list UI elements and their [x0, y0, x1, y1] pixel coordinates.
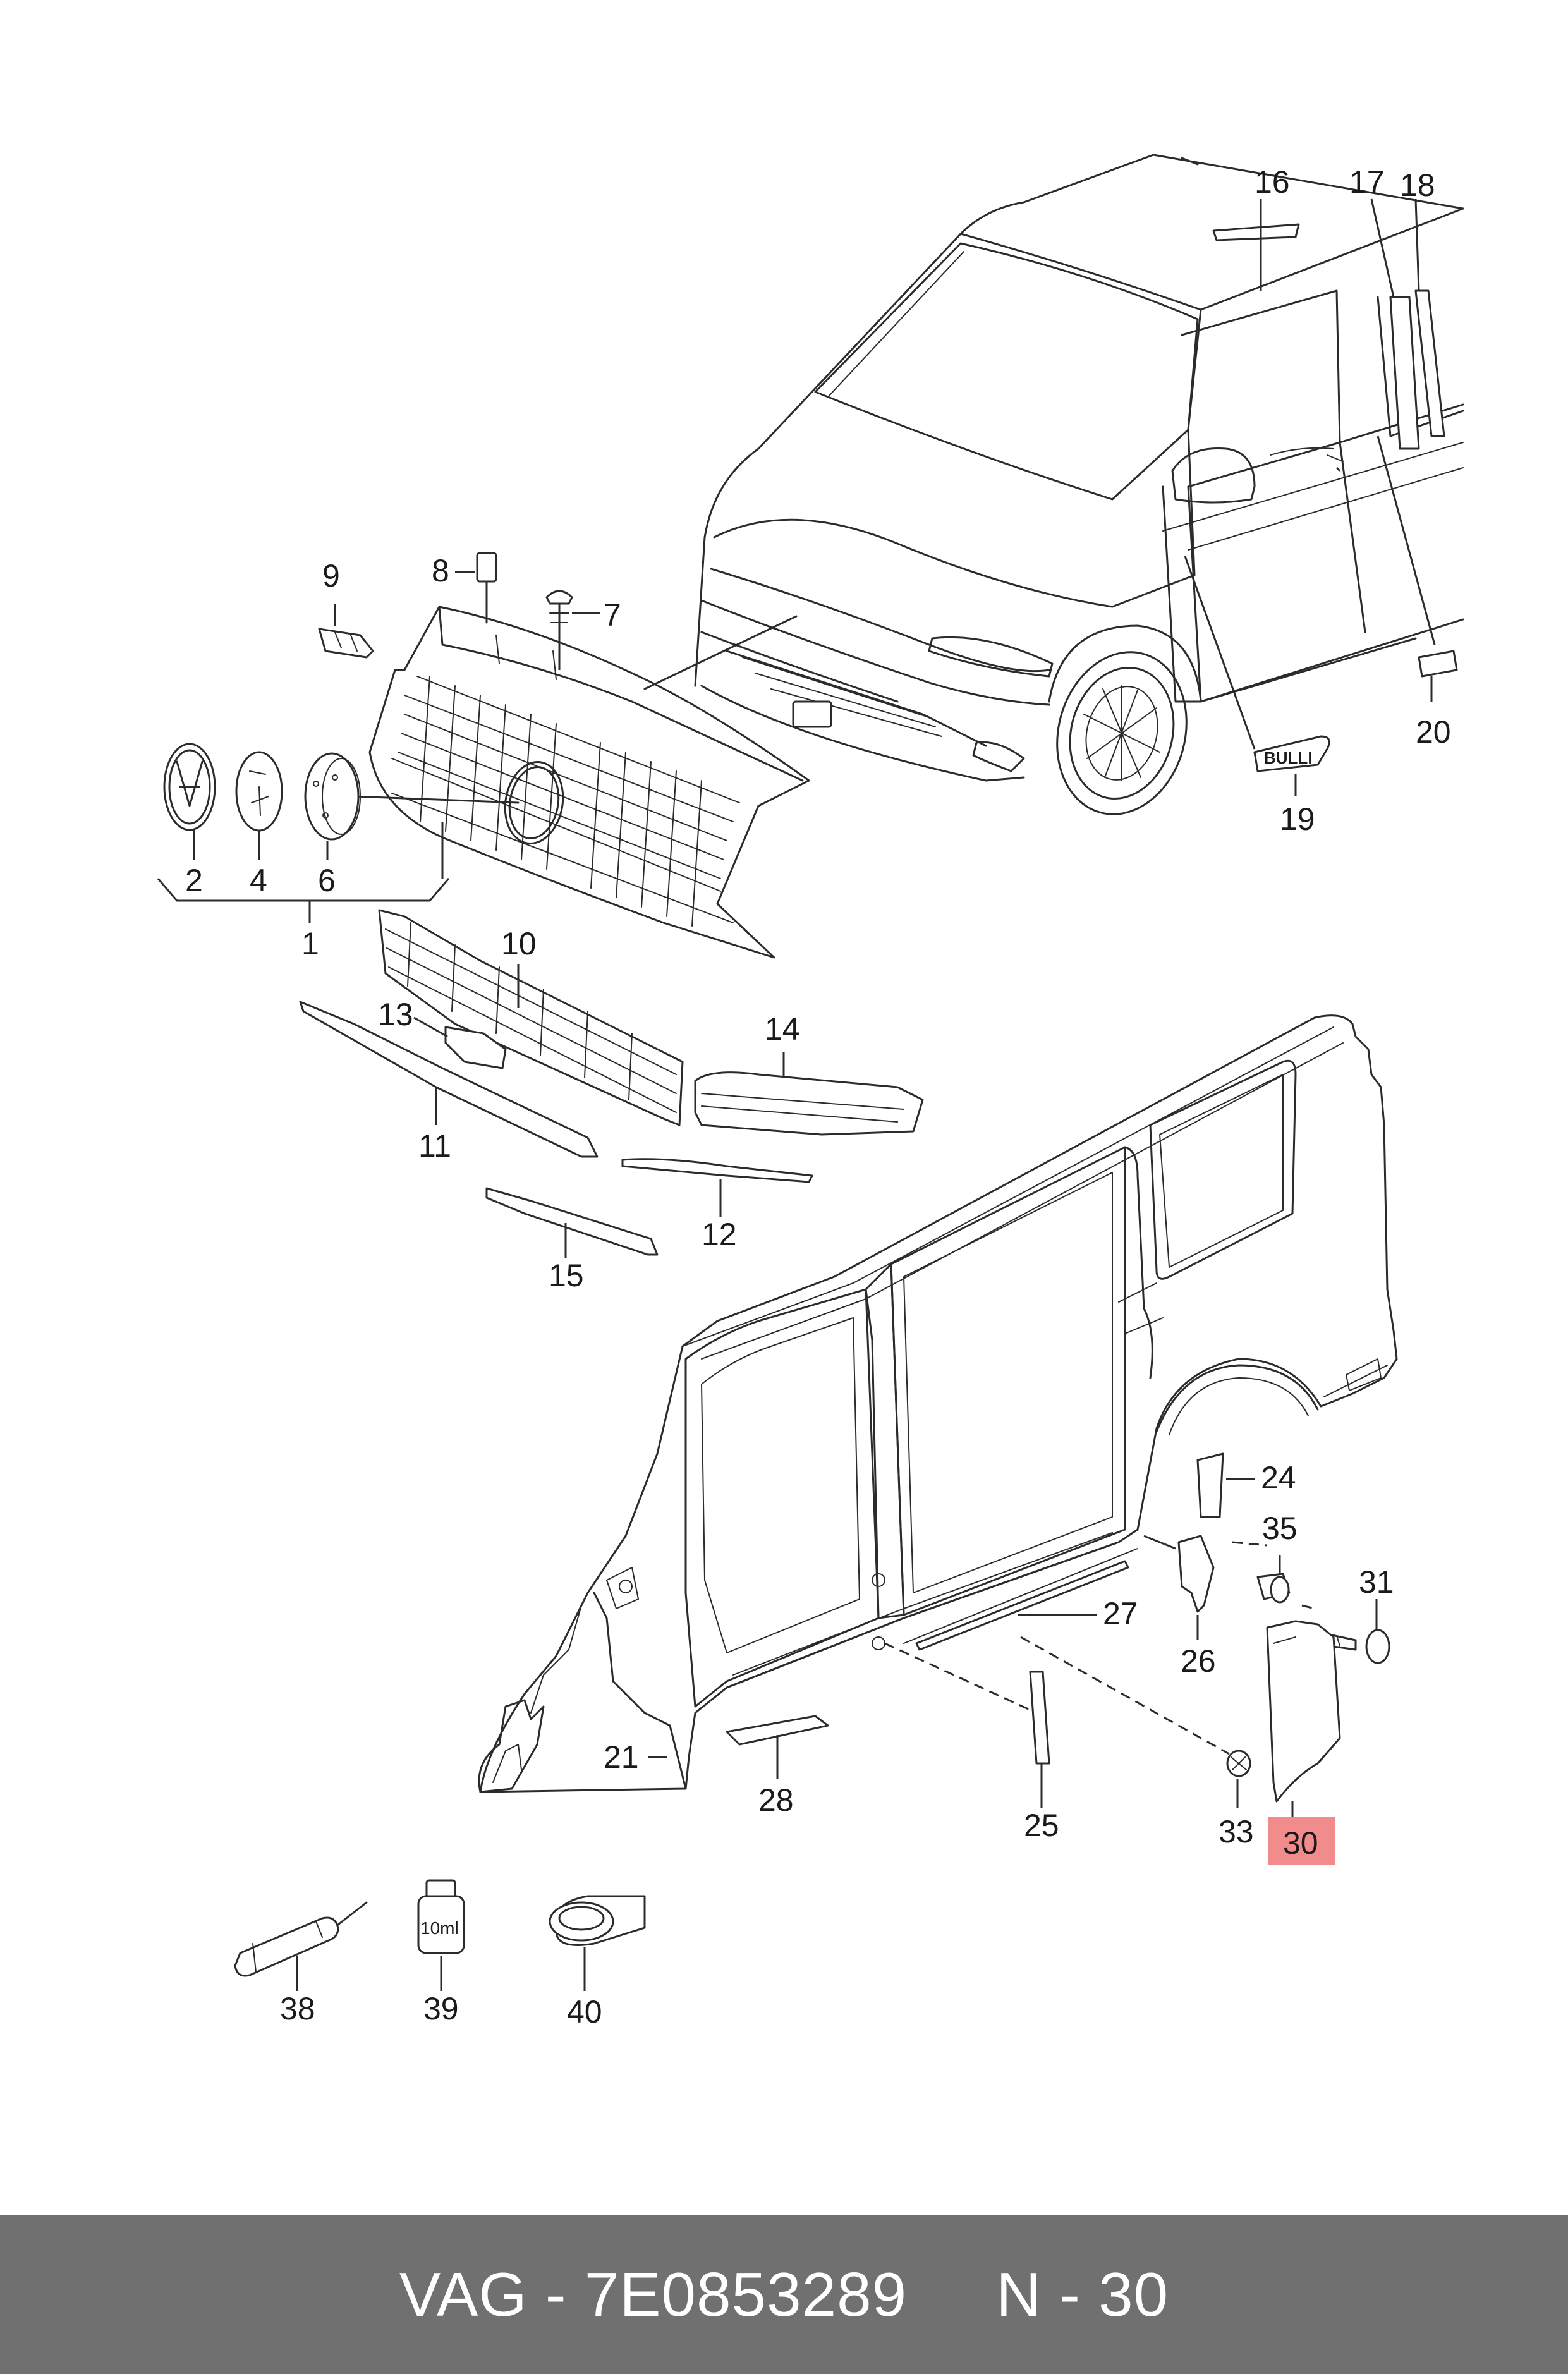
badge-text: BULLI: [1264, 748, 1313, 767]
callout-18: 18: [1400, 167, 1435, 203]
bulli-badge: [1253, 735, 1330, 772]
callout-7: 7: [604, 597, 621, 633]
callout-labels: 9 8 7 16 17 18 20 19 2 4 6 1 10 13 14 11…: [185, 164, 1451, 2030]
parts-diagram: BULLI: [157, 154, 1464, 2030]
footer-brand: VAG: [399, 2260, 528, 2329]
callout-21: 21: [604, 1739, 639, 1775]
footer-position-label: N - 30: [996, 2260, 1169, 2329]
footer-part-number: 7E0853289: [584, 2260, 908, 2329]
callout-39: 39: [423, 1991, 459, 2026]
roof-trim-part: [1212, 223, 1300, 241]
callout-28: 28: [758, 1782, 794, 1818]
callout-2: 2: [185, 863, 203, 898]
callout-6: 6: [318, 863, 336, 898]
callout-40: 40: [567, 1994, 602, 2030]
side-body-parts: [648, 1452, 1390, 1820]
highlight-box-30: [1268, 1817, 1335, 1865]
callout-17: 17: [1349, 164, 1385, 200]
callout-25: 25: [1024, 1808, 1059, 1843]
callout-26: 26: [1181, 1643, 1216, 1679]
callout-12: 12: [702, 1217, 737, 1252]
callout-30: 30: [1283, 1825, 1318, 1861]
footer-separator: -: [545, 2260, 567, 2329]
callout-35: 35: [1262, 1511, 1298, 1546]
front-grille: [353, 606, 810, 959]
small-fasteners: [318, 552, 600, 670]
callout-14: 14: [765, 1011, 800, 1047]
callout-1: 1: [301, 926, 319, 961]
callout-31: 31: [1359, 1564, 1394, 1600]
callout-20: 20: [1416, 714, 1451, 750]
callout-9: 9: [322, 558, 340, 594]
callout-19: 19: [1280, 801, 1315, 837]
side-body-frame: [478, 1014, 1398, 1793]
emblems: [157, 743, 450, 923]
footer-bar: VAG - 7E0853289 N - 30: [0, 2215, 1568, 2374]
callout-8: 8: [432, 553, 449, 588]
bottle-label: 10ml: [420, 1918, 459, 1938]
part-30-mudflap: [1266, 1620, 1341, 1803]
callout-15: 15: [549, 1258, 584, 1293]
callout-13: 13: [378, 997, 413, 1032]
footer-text: VAG - 7E0853289 N - 30: [399, 2259, 1169, 2330]
lower-grille-parts: [299, 909, 924, 1258]
van-illustration: BULLI: [694, 154, 1464, 815]
callout-10: 10: [501, 926, 537, 961]
callout-27: 27: [1103, 1596, 1138, 1631]
callout-24: 24: [1261, 1460, 1296, 1495]
callout-11: 11: [418, 1128, 451, 1164]
callout-38: 38: [280, 1991, 315, 2026]
callout-4: 4: [250, 863, 267, 898]
callout-16: 16: [1255, 164, 1290, 200]
callout-33: 33: [1219, 1814, 1254, 1849]
accessories: 10ml: [234, 1879, 646, 1991]
